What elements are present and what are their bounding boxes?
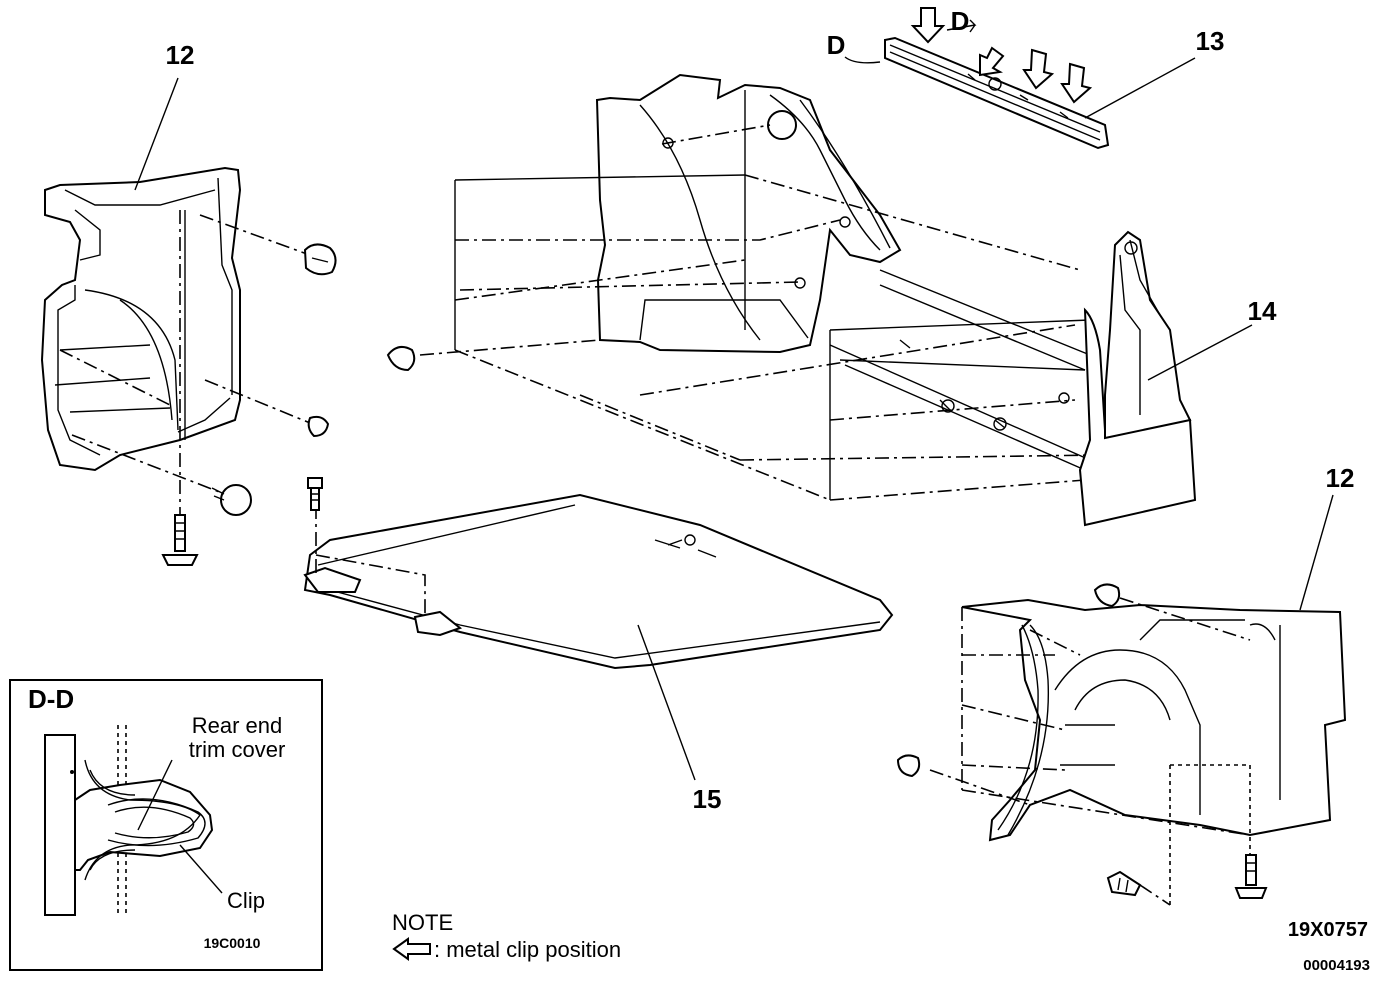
metal-clip-arrow-icon: [1022, 48, 1055, 90]
detail-d-d-inset: D-D Rear end trim cover Clip 19C0010: [9, 679, 323, 971]
mat-screw-icon: [307, 477, 323, 511]
callout-12-left: 12: [166, 40, 195, 70]
detail-ref-code: 19C0010: [204, 935, 261, 951]
left-side-trim-panel: [40, 77, 319, 540]
metal-clip-arrow-icon: [1060, 62, 1093, 104]
callout-12-right: 12: [1326, 463, 1355, 493]
callout-15: 15: [693, 784, 722, 814]
center-clip-icon: [386, 345, 416, 372]
left-clip-middle-icon: [307, 415, 330, 438]
section-mark-d-right: D: [951, 6, 970, 36]
note-text: : metal clip position: [434, 937, 621, 962]
right-screw-bottom-icon: [1106, 870, 1142, 897]
metal-clip-arrows: [910, 7, 1093, 104]
callout-14: 14: [1248, 296, 1277, 326]
hollow-left-arrow-icon: [392, 937, 431, 961]
right-push-rivet-icon: [1234, 854, 1268, 899]
figure-code-primary: 19X0757: [1288, 919, 1368, 941]
right-clip-left-icon: [896, 754, 921, 778]
right-clip-upper-icon: [1093, 583, 1121, 608]
left-push-rivet-icon: [211, 484, 252, 516]
right-side-trim-panel: [929, 494, 1347, 906]
metal-clip-arrow-icon: [979, 46, 1005, 77]
rear-end-trim-cover-13: [844, 36, 1196, 150]
luggage-compartment-box: [419, 73, 1101, 501]
left-panel-fasteners: [161, 243, 337, 566]
left-clip-upper-icon: [303, 243, 337, 276]
section-mark-d-left: D: [827, 30, 846, 60]
figure-code-secondary: 00004193: [1303, 957, 1370, 974]
metal-clip-arrow-icon: [910, 7, 946, 44]
note-heading: NOTE: [392, 910, 453, 935]
label-rear-end: Rear end: [192, 713, 283, 738]
label-clip: Clip: [227, 888, 265, 913]
label-trim-cover: trim cover: [189, 737, 286, 762]
detail-title: D-D: [28, 684, 74, 714]
left-screw-icon: [161, 514, 199, 566]
note-block: NOTE : metal clip position: [392, 910, 621, 962]
right-panel-fasteners: [896, 583, 1268, 899]
right-side-trim-14: [1078, 230, 1253, 527]
floor-mat-15: [303, 493, 894, 781]
callout-13: 13: [1196, 26, 1225, 56]
